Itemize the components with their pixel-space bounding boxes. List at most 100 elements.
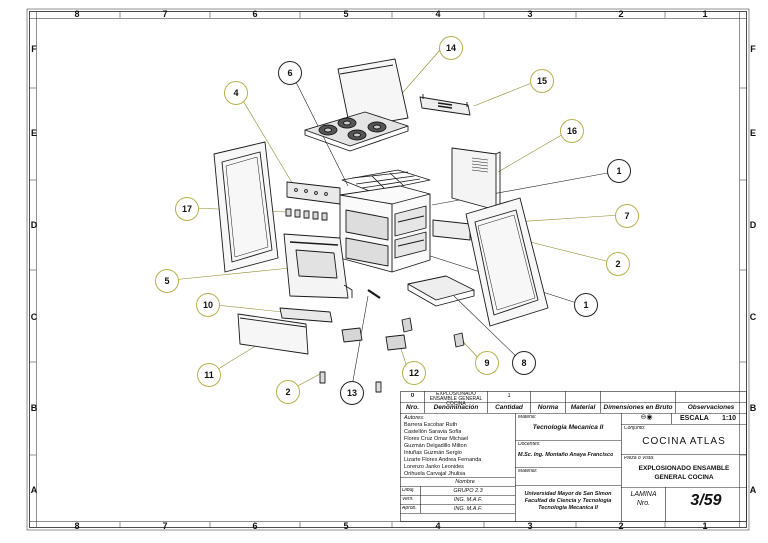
pieza-value-line: EXPLOSIONADO ENSAMBLE [638, 465, 730, 472]
callout-balloon: 10 [196, 293, 220, 317]
signoff-value: ING. M.A.F. [453, 497, 483, 503]
pieza-label: Pieza o Vista: [624, 456, 655, 461]
docentes-label: Docentes: [518, 442, 541, 447]
conjunto-value: COCINA ATLAS [642, 436, 726, 447]
zone-row-label: F [31, 44, 37, 54]
zone-col-label: 3 [527, 521, 533, 531]
zone-row-label: A [749, 485, 757, 495]
header-observaciones: Observaciones [687, 404, 735, 411]
autores-label: Autores: [404, 415, 425, 421]
zone-col-label: 5 [343, 521, 349, 531]
part-handle [367, 289, 381, 299]
part-panel-7 [432, 219, 471, 241]
callout-balloon: 12 [402, 361, 426, 385]
zone-row-label: D [30, 220, 38, 230]
zone-row-label: E [30, 128, 37, 138]
author-name: Lorenzo Janko Leonides [404, 464, 464, 470]
university-line: Tecnologia Mecanica II [538, 505, 598, 511]
university-line: Facultad de Ciencia y Tecnologia [524, 498, 612, 504]
docente-value: M.Sc. Ing. Montaño Anaya Francisco [518, 452, 614, 458]
zone-row-label: D [749, 220, 757, 230]
callout-balloon: 4 [224, 81, 248, 105]
zone-col-label: 1 [702, 521, 708, 531]
callout-balloon: 2 [276, 380, 300, 404]
author-name: Lizarte Flores Andrea Fernanda [404, 457, 482, 463]
zone-ticks [29, 11, 747, 528]
callout-balloon: 1 [607, 159, 631, 183]
zone-col-label: 6 [252, 9, 258, 19]
header-nro: Nro. [406, 404, 419, 411]
parts-row-denominacion: EXPLOSIONADO ENSAMBLE GENERAL COCINA [429, 392, 483, 407]
callout-balloon: 17 [175, 197, 199, 221]
callout-balloon: 11 [197, 363, 221, 387]
author-name: Barrera Escobar Ruth [404, 422, 458, 428]
part-oven-door [283, 233, 353, 299]
zone-col-label: 1 [702, 9, 708, 19]
zone-row-label: C [749, 312, 757, 322]
callout-balloon: 7 [615, 204, 639, 228]
signoff-role: Dibuj. [402, 488, 415, 493]
part-left-door [213, 141, 279, 273]
part-bracket [419, 94, 471, 116]
title-block-grid [400, 391, 747, 522]
part-cooktop [304, 111, 409, 152]
callout-balloon: 6 [278, 61, 302, 85]
zone-col-label: 2 [618, 521, 624, 531]
lamina-label: LAMINA [630, 491, 657, 498]
zone-col-label: 4 [435, 9, 441, 19]
materia-value: Tecnologia Mecanica II [532, 424, 604, 431]
escala-value: 1:10 [722, 415, 737, 422]
zone-row-label: B [749, 403, 757, 413]
escala-label: ESCALA [680, 415, 709, 422]
author-name: Guzmán Delgadillo Milton [404, 443, 467, 449]
callout-balloon: 1 [574, 293, 598, 317]
part-knobs [285, 208, 328, 221]
callout-balloon: 9 [475, 351, 499, 375]
zone-col-label: 2 [618, 9, 624, 19]
header-dimensiones: Dimensiones en Bruto [603, 404, 673, 411]
zone-col-label: 7 [162, 521, 168, 531]
author-name: Castellón Saravia Sofía [404, 429, 462, 435]
callout-balloon: 2 [606, 252, 630, 276]
zone-row-label: C [30, 312, 38, 322]
zone-col-label: 7 [162, 9, 168, 19]
part-pins [319, 371, 382, 393]
parts-row-cantidad: 1 [507, 393, 511, 399]
part-lid [337, 58, 409, 129]
signoff-value: ING. M.A.F. [453, 506, 483, 512]
author-name: Flores Cruz Omar Michael [404, 436, 469, 442]
zone-col-label: 5 [343, 9, 349, 19]
part-rail [279, 307, 333, 323]
part-body [339, 185, 431, 273]
parts-row-nro: 0 [410, 393, 415, 399]
signoff-role: Aprob. [402, 506, 417, 511]
part-grate [341, 169, 431, 193]
zone-col-label: 6 [252, 521, 258, 531]
projection-symbol-icon: ⊖◉ [640, 414, 653, 421]
header-material: Material [570, 404, 596, 411]
part-tray [407, 275, 475, 307]
header-cantidad: Cantidad [495, 404, 523, 411]
signoff-role: Verif. [402, 497, 414, 502]
zone-row-label: F [750, 44, 756, 54]
callout-balloon: 14 [439, 36, 463, 60]
nombre-label: Nombre [455, 479, 475, 485]
zone-col-label: 8 [74, 9, 80, 19]
university-line: Universidad Mayor de San Simon [524, 491, 612, 497]
part-side-panel [451, 147, 501, 211]
lamina-label-nro: Nro. [636, 500, 651, 507]
materia-label: Materia: [518, 415, 537, 420]
zone-col-label: 3 [527, 9, 533, 19]
author-name: Intuñas Guzmán Sergio [404, 450, 462, 456]
callout-balloon: 5 [155, 269, 179, 293]
part-right-door [465, 197, 549, 327]
pieza-value-line: GENERAL COCINA [654, 474, 714, 481]
callout-balloon: 15 [530, 69, 554, 93]
callout-balloon: 8 [512, 351, 536, 375]
zone-row-label: A [30, 485, 38, 495]
lamina-value: 3/59 [690, 492, 722, 509]
part-feet [341, 317, 465, 351]
material-label: Material: [518, 469, 538, 474]
header-denominacion: Denominación [433, 404, 479, 411]
